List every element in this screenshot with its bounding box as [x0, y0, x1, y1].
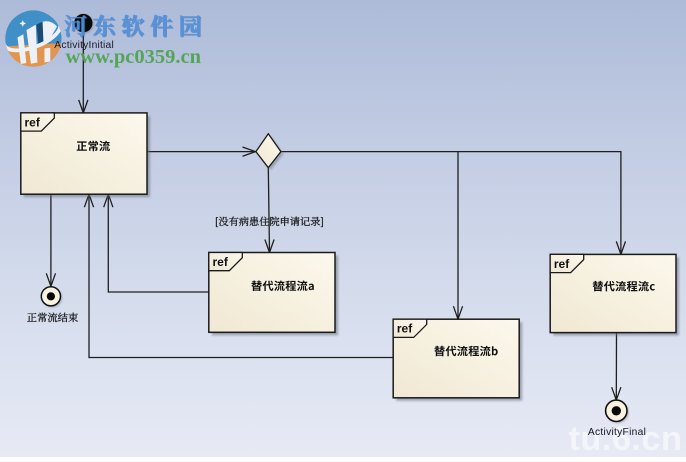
svg-text:ref: ref	[25, 115, 41, 129]
svg-text:ref: ref	[554, 257, 570, 271]
svg-text:ActivityFinal: ActivityFinal	[588, 427, 646, 438]
svg-text:tu.6.cn: tu.6.cn	[569, 420, 683, 457]
svg-text:www.pc0359.cn: www.pc0359.cn	[66, 46, 202, 68]
svg-text:ref: ref	[397, 322, 413, 336]
svg-text:ref: ref	[213, 255, 229, 269]
